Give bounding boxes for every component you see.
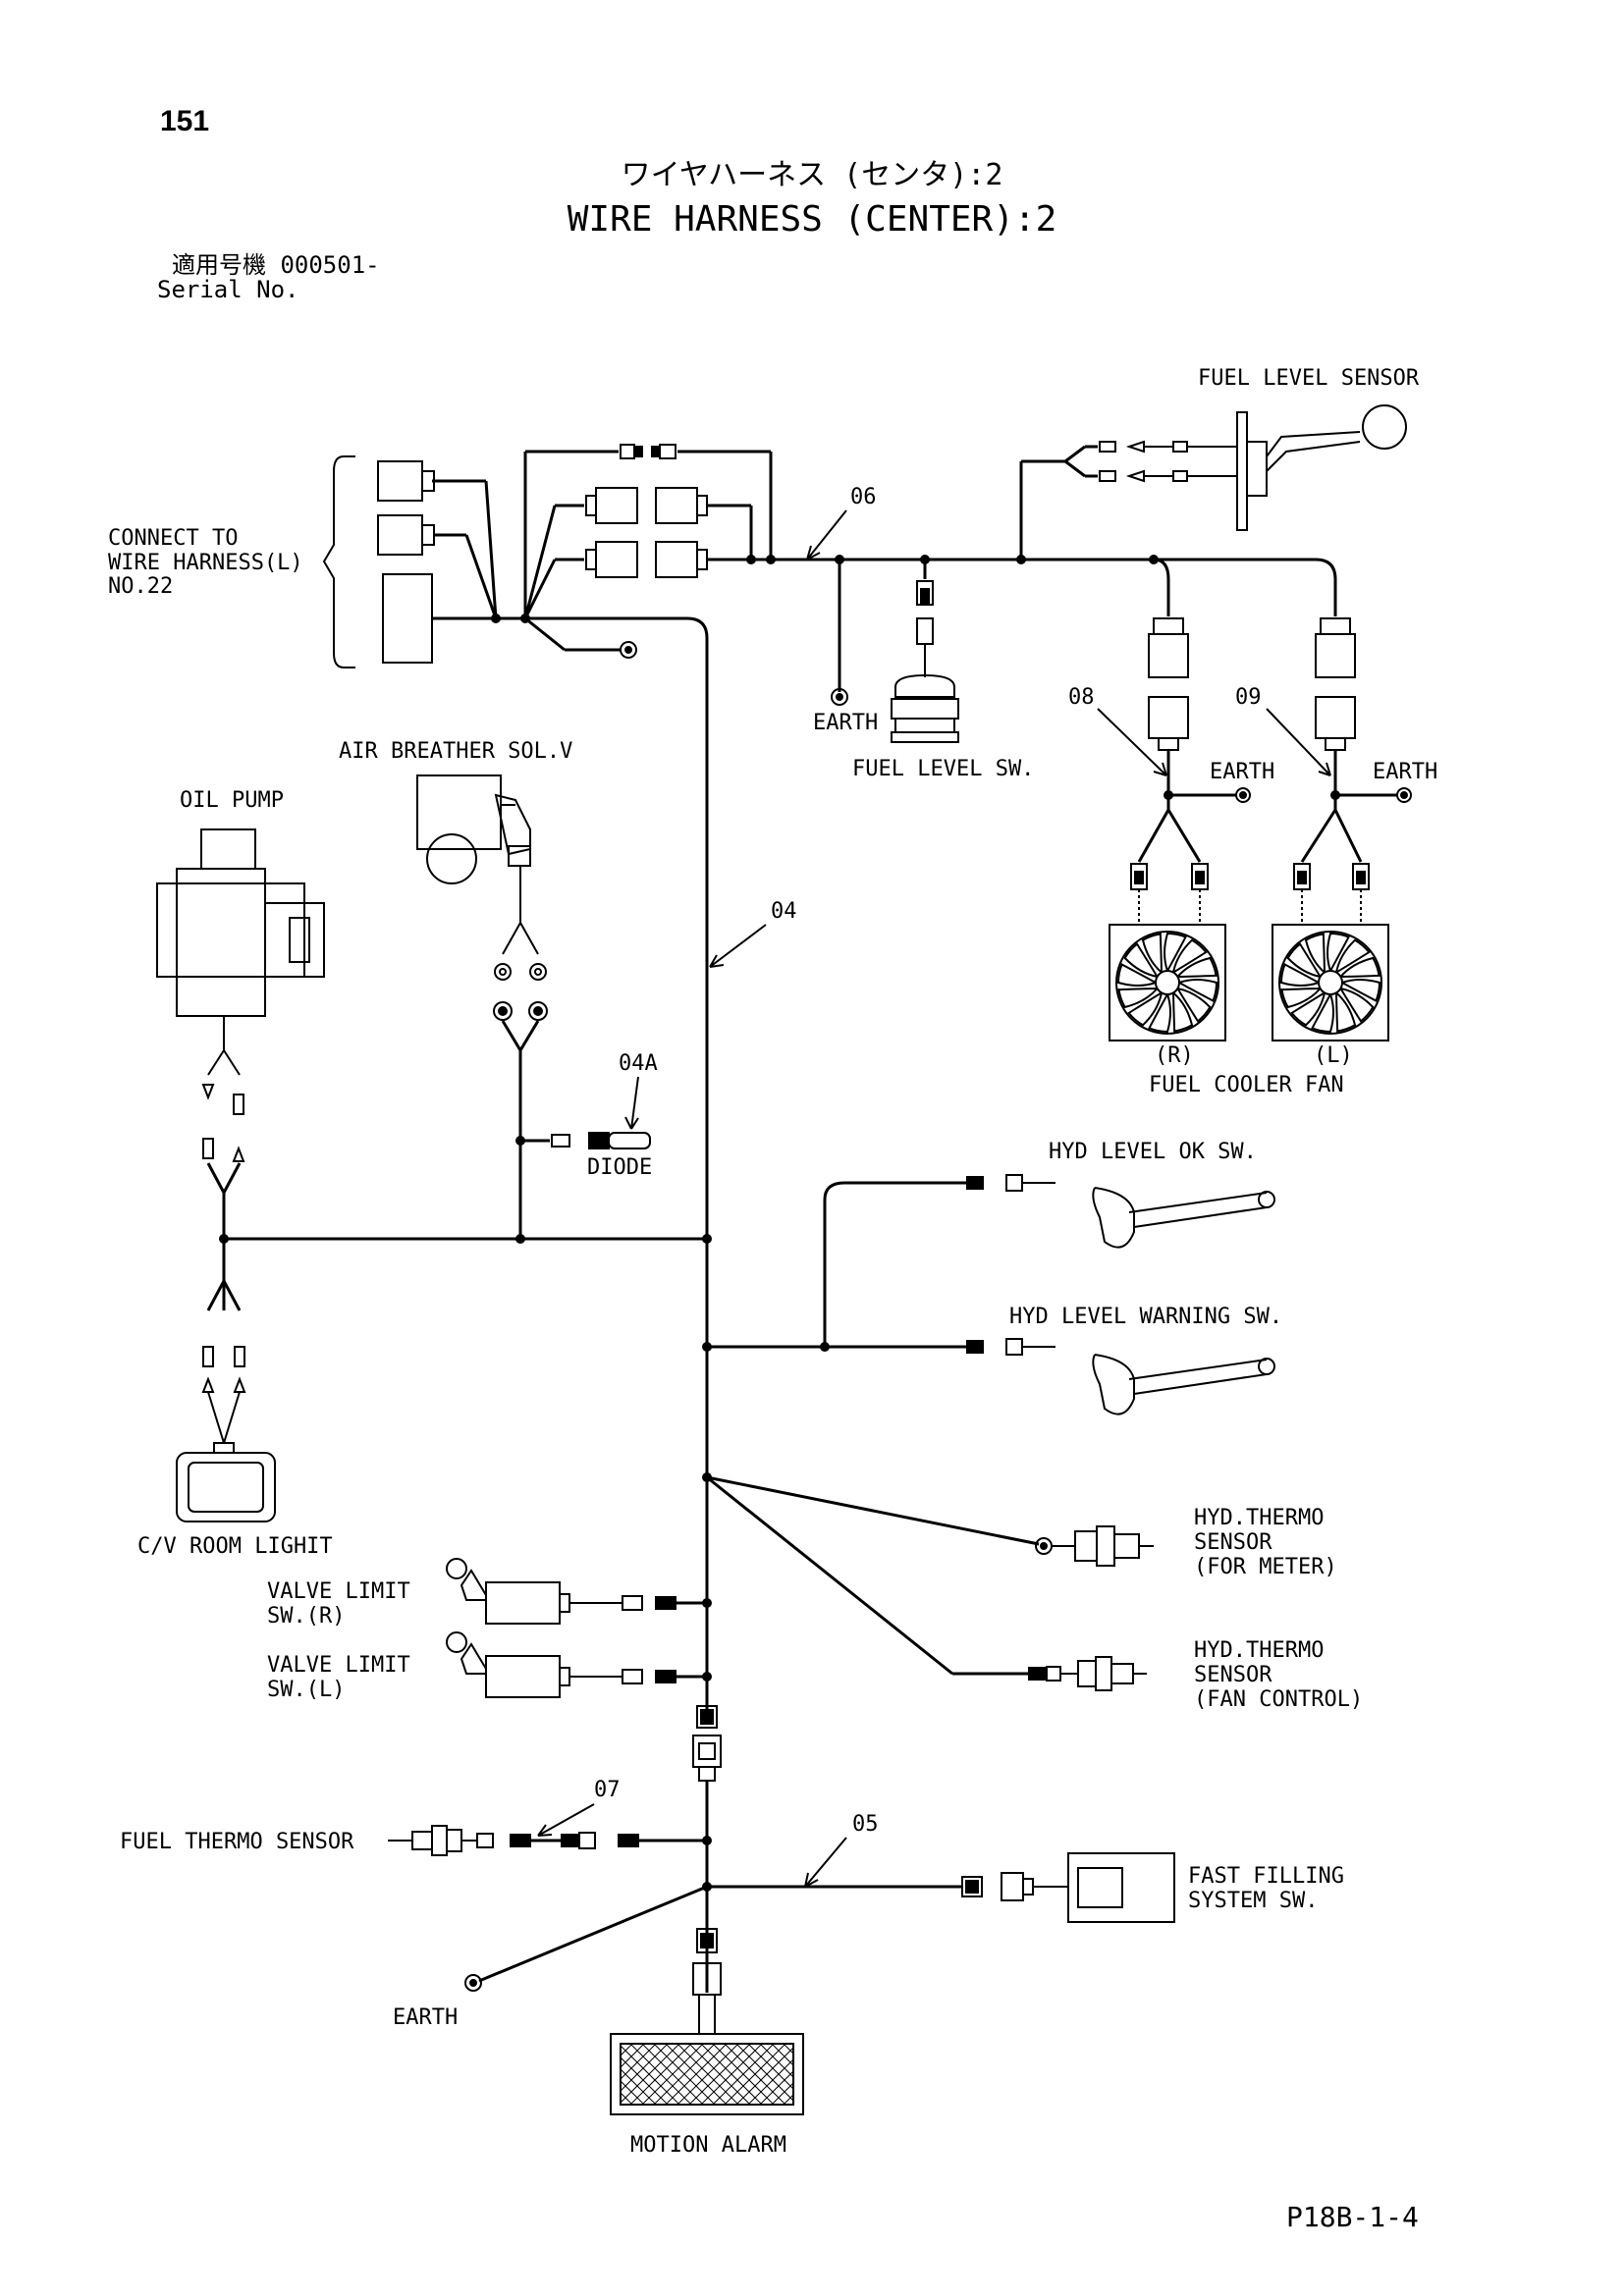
fan-blade: [1279, 963, 1320, 987]
main-trunk: [525, 616, 709, 1723]
harness-connector-group: [322, 455, 525, 668]
earth-top-label: EARTH: [813, 711, 878, 735]
callout-04-leader: [709, 924, 767, 968]
callout-09-leader: [1266, 708, 1331, 776]
fan-r-icon: [1115, 931, 1219, 1035]
valve-limit-l-label-2: SW.(L): [267, 1678, 345, 1702]
fan-blade: [1172, 991, 1194, 1033]
fan-blade: [1123, 942, 1159, 978]
fan-blade: [1311, 993, 1334, 1034]
earth-08-label: EARTH: [1210, 760, 1274, 784]
connect-to-label-3: NO.22: [108, 574, 173, 599]
fan-blade: [1280, 988, 1322, 1009]
callout-04a-leader: [624, 1076, 639, 1130]
title-japanese: ワイヤハーネス (センタ):2: [622, 158, 1003, 192]
callout-06: 06: [850, 485, 877, 509]
cooler-fan-r-branch: [1109, 555, 1251, 1041]
hyd-thermo-fan-label-1: HYD.THERMO: [1194, 1638, 1324, 1663]
fan-l-label: (L): [1314, 1043, 1353, 1068]
fan-blade: [1339, 988, 1375, 1023]
fan-blade: [1116, 963, 1157, 987]
hyd-thermo-fan-label-3: (FAN CONTROL): [1194, 1687, 1363, 1712]
fan-blade: [1176, 988, 1212, 1023]
oil-pump: [156, 828, 325, 1194]
hyd-level-switches: [702, 1174, 1275, 1415]
callout-05-leader: [804, 1837, 847, 1888]
fan-blade: [1290, 991, 1326, 1027]
callout-04: 04: [771, 899, 797, 924]
air-breather-label: AIR BREATHER SOL.V: [339, 739, 572, 764]
motion-alarm: [610, 1928, 804, 2115]
hyd-level-warning-label: HYD LEVEL WARNING SW.: [1009, 1305, 1282, 1329]
earth-bottom-label: EARTH: [393, 2005, 458, 2030]
fuel-thermo-sensor: [388, 1825, 712, 1856]
document-code: P18B-1-4: [1286, 2201, 1419, 2233]
fast-filling-switch: [702, 1852, 1175, 1923]
callout-07: 07: [594, 1778, 621, 1802]
fuel-level-sw-label: FUEL LEVEL SW.: [852, 757, 1034, 781]
fan-blade: [1141, 933, 1163, 974]
connect-to-label: CONNECT TO: [108, 526, 238, 551]
fan-blade: [1164, 932, 1187, 972]
fan-blade: [1148, 993, 1171, 1034]
fast-filling-label-1: FAST FILLING: [1188, 1864, 1344, 1889]
callout-07-leader: [537, 1803, 595, 1837]
motion-alarm-label: MOTION ALARM: [630, 2133, 786, 2158]
callout-08: 08: [1068, 685, 1095, 710]
fast-filling-label-2: SYSTEM SW.: [1188, 1889, 1318, 1913]
cv-room-light: [176, 1280, 276, 1522]
earth-top-terminal: [831, 688, 848, 706]
callout-06-leader: [806, 509, 847, 561]
junction-dot: [491, 614, 501, 623]
fuel-cooler-fan-label: FUEL COOLER FAN: [1149, 1073, 1344, 1097]
serial-english: Serial No.: [157, 276, 299, 303]
fan-blade: [1286, 942, 1322, 978]
earth-bottom: [464, 1885, 708, 1992]
valve-limit-l-label-1: VALVE LIMIT: [267, 1653, 410, 1678]
fan-blade: [1335, 938, 1371, 974]
fan-blade: [1326, 932, 1350, 972]
serial-japanese: 適用号機 000501-: [172, 251, 380, 279]
fan-l-icon: [1278, 931, 1382, 1035]
page-number: 151: [160, 105, 209, 137]
diode-label: DIODE: [587, 1155, 652, 1180]
cooler-fan-l-branch: [1272, 558, 1412, 1041]
hyd-thermo-meter-label-3: (FOR METER): [1194, 1555, 1337, 1579]
hyd-thermo-sensors: [702, 1472, 1154, 1691]
top-branch-wires: [523, 444, 1316, 659]
oil-pump-label: OIL PUMP: [180, 788, 284, 813]
callout-08-leader: [1097, 708, 1167, 776]
connect-to-label-2: WIRE HARNESS(L): [108, 551, 303, 575]
valve-limit-switches: [446, 1558, 712, 1698]
fan-blade: [1335, 991, 1357, 1033]
fuel-level-switch: [891, 555, 959, 743]
fan-blade: [1178, 979, 1218, 1002]
fan-blade: [1339, 956, 1380, 978]
fan-blade: [1172, 938, 1208, 974]
valve-limit-r-label-2: SW.(R): [267, 1604, 345, 1629]
fan-blade: [1341, 979, 1381, 1002]
fuel-level-sensor: [1016, 404, 1407, 564]
hyd-thermo-fan-label-2: SENSOR: [1194, 1663, 1272, 1687]
callout-04a: 04A: [619, 1051, 658, 1076]
air-breather-solenoid: [416, 774, 651, 1239]
callout-05: 05: [852, 1812, 879, 1837]
cv-room-light-label: C/V ROOM LIGHIT: [137, 1534, 333, 1559]
fuel-thermo-sensor-label: FUEL THERMO SENSOR: [120, 1830, 354, 1854]
fan-blade: [1127, 991, 1163, 1027]
earth-09-label: EARTH: [1373, 760, 1437, 784]
fuel-level-sensor-label: FUEL LEVEL SENSOR: [1198, 366, 1420, 391]
fan-blade: [1304, 933, 1326, 974]
callout-09: 09: [1235, 685, 1262, 710]
fan-blade: [1117, 988, 1159, 1009]
fan-r-label: (R): [1155, 1043, 1194, 1068]
fan-blade: [1176, 956, 1218, 978]
hyd-level-ok-label: HYD LEVEL OK SW.: [1049, 1140, 1257, 1164]
valve-limit-r-label-1: VALVE LIMIT: [267, 1579, 410, 1604]
hyd-thermo-meter-label-1: HYD.THERMO: [1194, 1506, 1324, 1530]
title-english: WIRE HARNESS (CENTER):2: [568, 199, 1057, 240]
junction-dot: [835, 555, 844, 564]
hyd-thermo-meter-label-2: SENSOR: [1194, 1530, 1272, 1555]
